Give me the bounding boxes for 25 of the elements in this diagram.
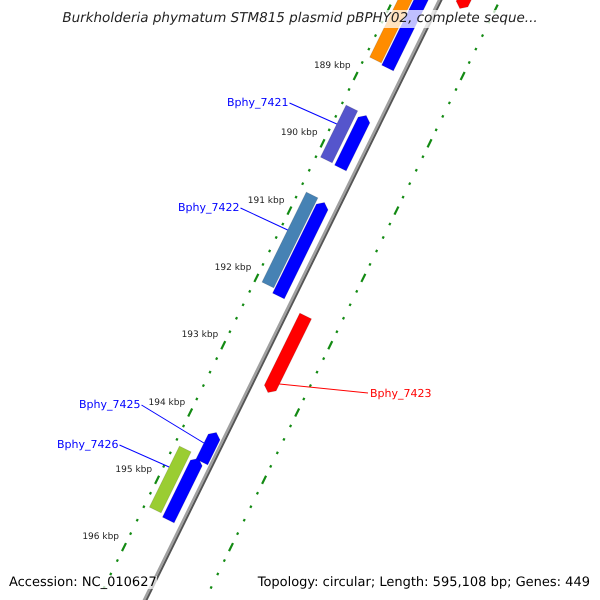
- scale-label: 196 kbp: [82, 533, 119, 542]
- gene-feature: [320, 104, 358, 164]
- leader-line: [289, 102, 338, 124]
- leader-line: [119, 444, 170, 468]
- gene-label: Bphy_7425: [79, 399, 141, 410]
- scale-label: 195 kbp: [115, 466, 152, 475]
- footer-text: Accession: NC_010627: [9, 576, 157, 589]
- scale-label: 193 kbp: [182, 331, 218, 340]
- gene-label: Bphy_7426: [57, 439, 119, 450]
- footer-text: Topology: circular; Length: 595,108 bp; Genes: 449: [258, 576, 590, 589]
- scale-label: 194 kbp: [148, 398, 186, 408]
- gene-feature: [334, 115, 370, 172]
- leader-line: [141, 404, 204, 444]
- gene-label: Bphy_7421: [227, 97, 289, 108]
- leader-line: [240, 208, 288, 230]
- scale-label: 189 kbp: [314, 62, 351, 71]
- scale-label: 192 kbp: [214, 264, 252, 273]
- scale-label: 191 kbp: [248, 196, 284, 206]
- gene-feature: [162, 458, 203, 524]
- leader-line: [278, 384, 368, 394]
- gene-label: Bphy_7423: [370, 388, 432, 399]
- gene-feature: [264, 312, 312, 393]
- gene-feature: [195, 432, 220, 466]
- scale-label: 190 kbp: [280, 129, 318, 138]
- gene-label: Bphy_7422: [178, 202, 240, 213]
